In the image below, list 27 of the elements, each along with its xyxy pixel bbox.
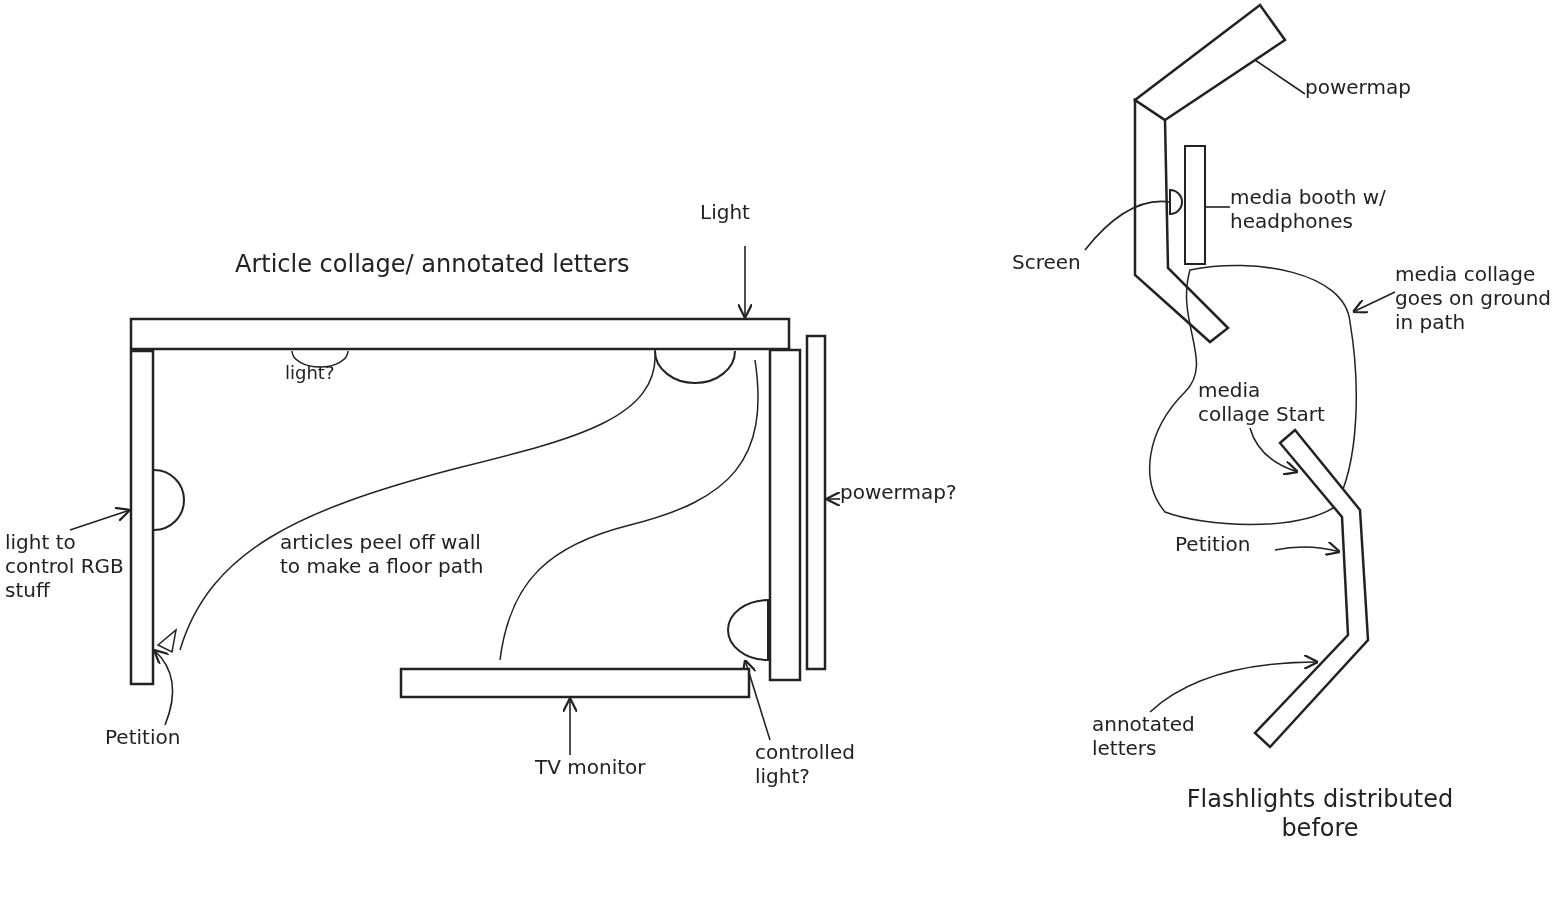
arrow [1274, 540, 1342, 557]
callout-text: light to control RGB stuff [5, 530, 130, 680]
note-text: media collage Start [1198, 378, 1338, 428]
arrow [1149, 654, 1320, 713]
callout-text: Petition [1175, 532, 1275, 568]
arrow [1249, 427, 1300, 476]
callout-text: TV monitor [535, 755, 725, 797]
callout-text: controlled light? [755, 740, 905, 816]
arrow [69, 506, 132, 531]
note-text: media collage goes on ground in path [1395, 262, 1563, 346]
callout-text: annotated letters [1092, 712, 1218, 772]
arrow [736, 245, 754, 320]
callout-text: Petition [105, 725, 215, 765]
callout-text: Light [700, 200, 800, 246]
callout-text: powermap? [840, 480, 1010, 518]
arrow [1351, 291, 1396, 314]
callout-text: powermap [1305, 75, 1445, 113]
leader-line [1205, 206, 1231, 208]
callout-text: Screen [1012, 250, 1096, 286]
leader-line [1254, 59, 1306, 95]
leader-line [1084, 200, 1171, 251]
note-text: Article collage/ annotated letters [235, 250, 630, 279]
arrow [741, 658, 771, 741]
note-text: articles peel off wall to make a floor path [280, 530, 485, 578]
callout-text: media booth w/ headphones [1230, 185, 1440, 241]
note-text: Flashlights distributed before [1185, 785, 1455, 843]
note-text: light? [285, 362, 335, 384]
